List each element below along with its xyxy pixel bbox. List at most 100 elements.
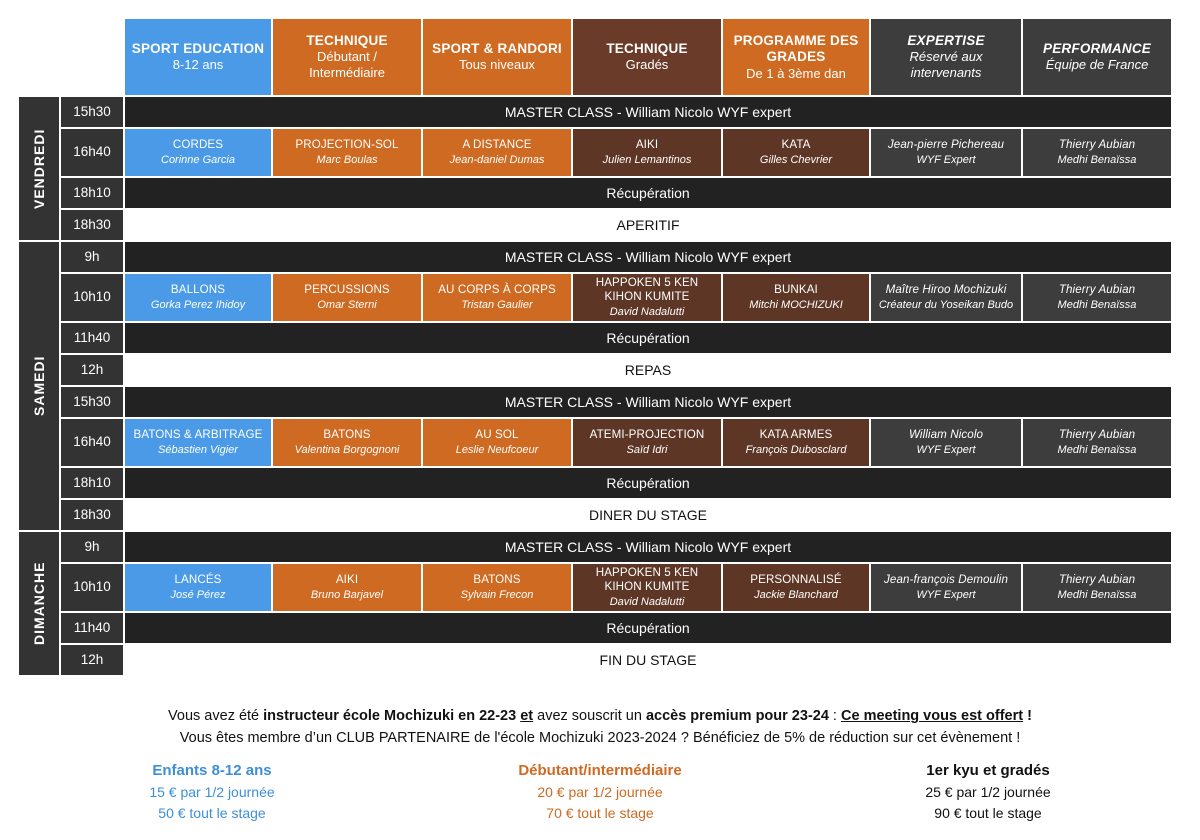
column-header-title: SPORT & RANDORI — [432, 40, 562, 56]
session-name: PROJECTION-SOL — [295, 137, 399, 151]
session-instructor: Sylvain Frecon — [460, 588, 534, 601]
note-segment-4: accès premium pour 23-24 — [645, 708, 829, 724]
time-label: 11h40 — [60, 322, 124, 354]
session-name: HAPPOKEN 5 KEN KIHON KUMITE — [595, 565, 699, 593]
session-instructor: Medhi Benaïssa — [1057, 443, 1137, 456]
grid-corner-spacer-2 — [60, 18, 124, 96]
column-header-title: PERFORMANCE — [1043, 40, 1151, 56]
note-segment-0: Vous avez été — [168, 708, 264, 724]
column-header-subtitle: 8-12 ans — [172, 57, 224, 73]
schedule-band-row: MASTER CLASS - William Nicolo WYF expert — [124, 96, 1172, 128]
session-instructor: Corinne Garcia — [161, 153, 235, 166]
session-cell[interactable]: LANCÉS José Pérez — [124, 563, 272, 612]
column-header-subtitle: Gradés — [625, 57, 669, 73]
session-instructor: WYF Expert — [916, 588, 976, 601]
session-instructor: Valentina Borgognoni — [294, 443, 400, 456]
session-cell[interactable]: BATONS & ARBITRAGE Sébastien Vigier — [124, 418, 272, 467]
session-cell[interactable]: PROJECTION-SOL Marc Boulas — [272, 128, 422, 177]
time-label: 16h40 — [60, 128, 124, 177]
note-segment-7: ! — [1023, 708, 1032, 724]
price-half-day: 25 € par 1/2 journée — [925, 784, 1051, 800]
session-name: CORDES — [172, 137, 224, 151]
session-instructor: François Dubosclard — [745, 443, 847, 456]
note-segment-6: Ce meeting vous est offert — [841, 708, 1024, 724]
session-cell[interactable]: PERCUSSIONS Omar Sterni — [272, 273, 422, 322]
time-label: 15h30 — [60, 386, 124, 418]
session-cell[interactable]: KATA Gilles Chevrier — [722, 128, 870, 177]
session-name: PERCUSSIONS — [304, 282, 390, 296]
note-segment-2: et — [520, 708, 534, 724]
session-instructor: Sébastien Vigier — [158, 443, 238, 456]
session-instructor: Jean-daniel Dumas — [449, 153, 545, 166]
column-header-title: TECHNIQUE — [606, 40, 688, 56]
time-label: 15h30 — [60, 96, 124, 128]
note-segment-1: instructeur école Mochizuki en 22-23 — [263, 708, 521, 724]
session-name: HAPPOKEN 5 KEN KIHON KUMITE — [595, 275, 699, 303]
session-name: BATONS & ARBITRAGE — [133, 427, 263, 441]
column-header-subtitle: De 1 à 3ème dan — [746, 65, 846, 81]
time-label: 12h — [60, 644, 124, 676]
session-name: Maître Hiroo Mochizuki — [885, 282, 1007, 296]
time-label: 18h10 — [60, 467, 124, 499]
session-instructor: Marc Boulas — [316, 153, 378, 166]
session-instructor: Medhi Benaïssa — [1057, 298, 1137, 311]
session-cell[interactable]: HAPPOKEN 5 KEN KIHON KUMITE David Nadalut… — [572, 273, 722, 322]
session-instructor: WYF Expert — [916, 443, 976, 456]
session-instructor: Gilles Chevrier — [759, 153, 833, 166]
column-header-subtitle: Tous niveaux — [459, 57, 535, 73]
session-instructor: David Nadalutti — [609, 595, 685, 608]
session-cell[interactable]: KATA ARMES François Dubosclard — [722, 418, 870, 467]
time-label: 16h40 — [60, 418, 124, 467]
time-label: 9h — [60, 241, 124, 273]
session-name: KATA — [781, 137, 811, 151]
note-line-1: Vous avez été instructeur école Mochizuk… — [0, 705, 1200, 727]
price-full-stage: 50 € tout le stage — [158, 805, 266, 821]
session-instructor: David Nadalutti — [609, 305, 685, 318]
day-label-vendredi: VENDREDI — [18, 96, 60, 241]
price-heading: Débutant/intermédiaire — [518, 762, 682, 779]
session-name: BALLONS — [170, 282, 226, 296]
session-cell[interactable]: HAPPOKEN 5 KEN KIHON KUMITE David Nadalut… — [572, 563, 722, 612]
note-line-2: Vous êtes membre d’un CLUB PARTENAIRE de… — [179, 730, 1021, 747]
session-instructor: José Pérez — [170, 588, 226, 601]
session-instructor: Medhi Benaïssa — [1057, 153, 1137, 166]
column-header-subtitle: Équipe de France — [1045, 57, 1149, 73]
session-instructor: WYF Expert — [916, 153, 976, 166]
schedule-band-row: Récupération — [124, 467, 1172, 499]
session-instructor: Medhi Benaïssa — [1057, 588, 1137, 601]
price-heading: Enfants 8-12 ans — [152, 762, 272, 779]
price-full-stage: 90 € tout le stage — [934, 805, 1042, 821]
day-label-dimanche: DIMANCHE — [18, 531, 60, 676]
session-cell[interactable]: CORDES Corinne Garcia — [124, 128, 272, 177]
session-instructor: Omar Sterni — [317, 298, 377, 311]
session-name: LANCÉS — [174, 572, 222, 586]
session-name: KATA ARMES — [759, 427, 833, 441]
session-name: ATEMI-PROJECTION — [589, 427, 705, 441]
session-name: AIKI — [635, 137, 659, 151]
note-segment-5: : — [828, 708, 841, 724]
